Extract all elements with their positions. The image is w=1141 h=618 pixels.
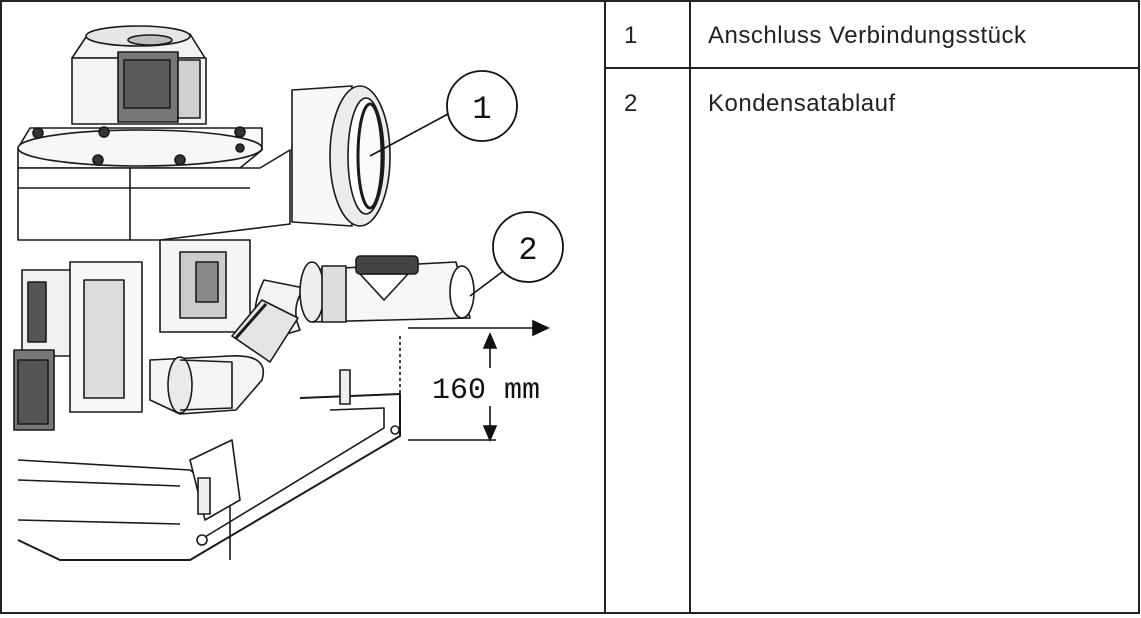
callout-2-circle <box>492 211 564 283</box>
legend-number-2: 2 <box>624 90 638 117</box>
callout-2-number: 2 <box>518 232 537 269</box>
dimension-arrowhead-up <box>482 331 498 349</box>
callout-1-leader <box>369 113 449 157</box>
dimension-arrowhead-down <box>482 425 498 443</box>
dimension-arrowhead-right <box>532 319 550 337</box>
dimension-160mm <box>399 319 550 443</box>
callout-1-circle <box>446 70 518 142</box>
legend-label-2: Kondensatablauf <box>708 90 896 117</box>
callout-1-number: 1 <box>472 91 491 128</box>
dimension-label: 160 mm <box>432 374 540 408</box>
boiler-drawing <box>13 25 475 561</box>
legend-number-1: 1 <box>624 22 638 49</box>
dimension-label-bg <box>428 368 560 406</box>
callout-1: 1 <box>369 70 518 157</box>
legend-label-1: Anschluss Verbindungsstück <box>708 22 1027 49</box>
callout-2: 2 <box>469 211 564 297</box>
